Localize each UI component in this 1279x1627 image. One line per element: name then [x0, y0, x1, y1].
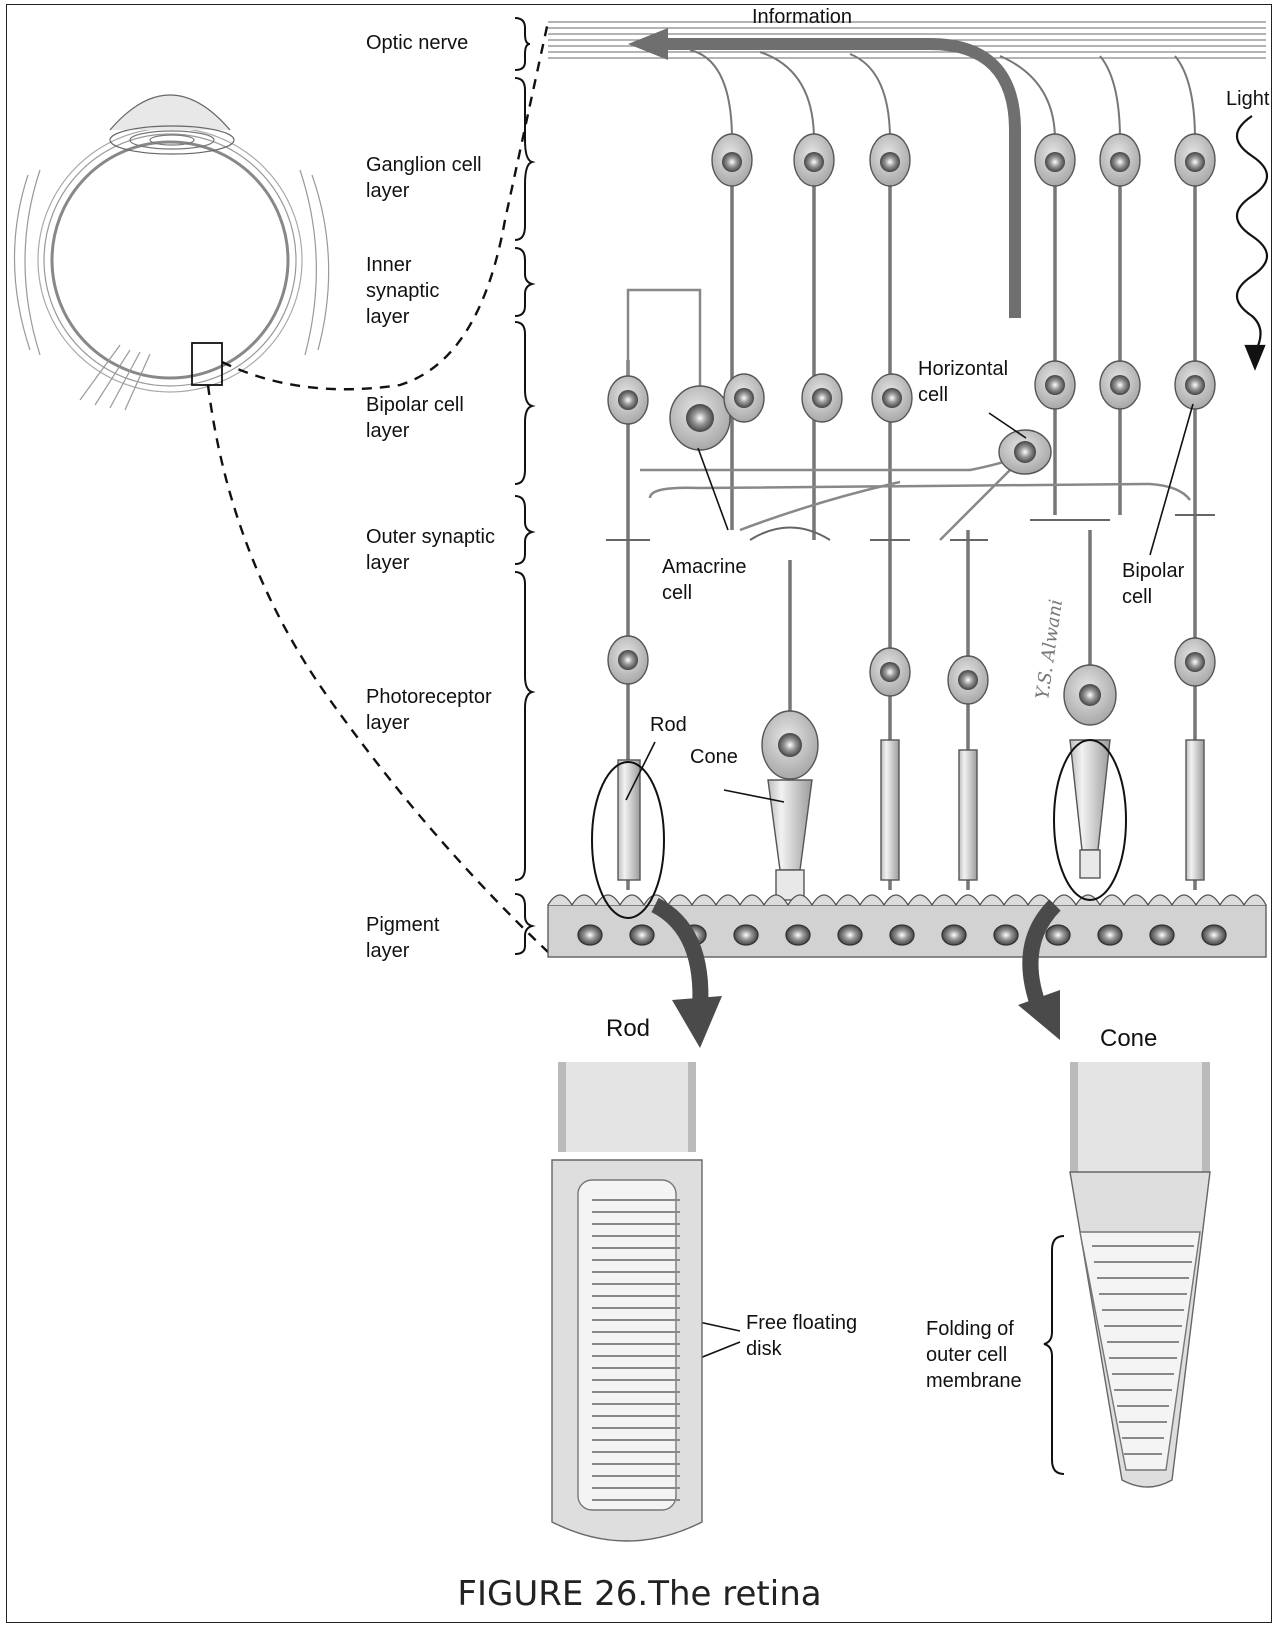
retina-sample-box — [192, 343, 222, 385]
layer-label-inner-text: Inner synaptic layer — [366, 254, 439, 328]
information-label: Information — [752, 4, 852, 30]
cone-detail — [1070, 1062, 1210, 1487]
layer-label-bipolar: Bipolar cell layer — [366, 392, 464, 444]
layer-label-ganglion: Ganglion cell layer — [366, 152, 482, 204]
rod-detail-title: Rod — [606, 1016, 650, 1042]
figure-caption: FIGURE 26.The retina — [0, 1574, 1279, 1614]
layer-label-outer-text: Outer synaptic layer — [366, 526, 495, 574]
layer-label-pigment: Pigment layer — [366, 912, 439, 964]
bipolar-cell-label: Bipolar cell — [1122, 558, 1184, 610]
free-floating-disk-label: Free floating disk — [746, 1310, 857, 1362]
amacrine-cell-label-text: Amacrine cell — [662, 556, 746, 604]
cone-label: Cone — [690, 744, 738, 770]
layer-label-pigment-text: Pigment layer — [366, 914, 439, 962]
folding-membrane-label-text: Folding of outer cell membrane — [926, 1318, 1022, 1392]
layer-label-photoreceptor: Photoreceptor layer — [366, 684, 492, 736]
artist-signature: Y.S. Alwani — [1032, 598, 1067, 701]
folding-membrane-label: Folding of outer cell membrane — [926, 1316, 1022, 1394]
eye-cross-section — [14, 95, 328, 410]
bipolar-cell-label-text: Bipolar cell — [1122, 560, 1184, 608]
layer-label-ganglion-text: Ganglion cell layer — [366, 154, 482, 202]
rod-detail — [552, 1062, 702, 1541]
cone-folding-brace — [1044, 1236, 1064, 1474]
light-label: Light — [1226, 86, 1269, 112]
free-floating-disk-label-text: Free floating disk — [746, 1312, 857, 1360]
layer-label-inner: Inner synaptic layer — [366, 252, 439, 330]
cone-detail-title: Cone — [1100, 1026, 1157, 1052]
highlight-ovals — [592, 740, 1126, 918]
rod-label: Rod — [650, 712, 687, 738]
light-wave-arrow — [1237, 116, 1267, 368]
horizontal-cell-label: Horizontal cell — [918, 356, 1008, 408]
layer-label-optic: Optic nerve — [366, 30, 468, 56]
amacrine-cell-label: Amacrine cell — [662, 554, 746, 606]
horizontal-cell-label-text: Horizontal cell — [918, 358, 1008, 406]
layer-label-outer: Outer synaptic layer — [366, 524, 495, 576]
retina-neurons — [606, 50, 1215, 900]
layer-label-bipolar-text: Bipolar cell layer — [366, 394, 464, 442]
layer-label-photoreceptor-text: Photoreceptor layer — [366, 686, 492, 734]
